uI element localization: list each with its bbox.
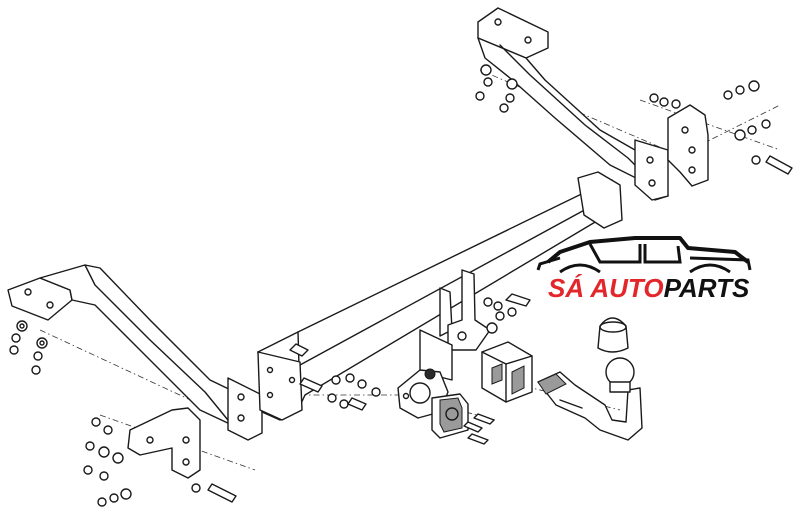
tow-ball-cap	[597, 317, 629, 353]
left-lower-bracket	[127, 407, 201, 479]
svg-text:SÁ AUTOPARTS: SÁ AUTOPARTS	[548, 273, 750, 303]
pickup-truck-icon	[536, 236, 752, 274]
right-side-arm	[477, 7, 669, 201]
logo-text-right: PARTS	[664, 273, 750, 303]
logo-text-left: SÁ AUTO	[548, 273, 664, 303]
main-cross-beam	[257, 171, 623, 421]
electrical-socket	[431, 393, 469, 439]
brand-logo: SÁ AUTOPARTS	[536, 236, 752, 303]
right-outer-bracket	[667, 104, 709, 187]
tow-ball-neck	[537, 357, 643, 441]
center-hanger-brackets	[419, 269, 491, 381]
coupling-housing	[481, 341, 533, 403]
fasteners	[9, 64, 793, 507]
left-side-arm	[7, 264, 263, 441]
